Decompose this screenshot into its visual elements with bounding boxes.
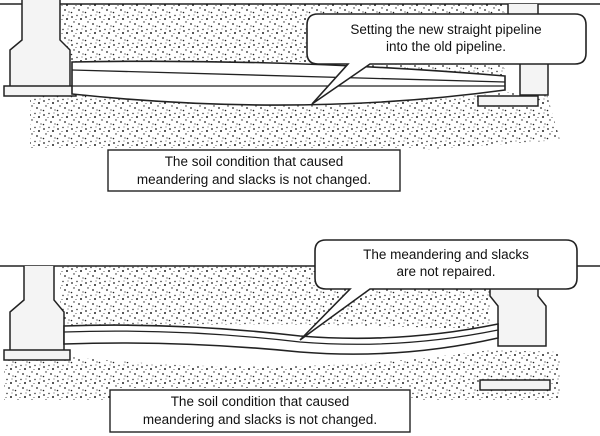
soil-lower: [30, 88, 560, 150]
callout-bottom-line-1: The meandering and slacks: [363, 247, 529, 262]
callout-top-line-1: Setting the new straight pipeline: [350, 22, 541, 37]
callout-bottom: [299, 239, 578, 341]
manhole-right-base: [477, 95, 539, 107]
meandering-pipeline: [63, 323, 499, 355]
note-top-line-1: The soil condition that caused: [165, 154, 344, 169]
note-bottom-line-1: The soil condition that caused: [171, 394, 350, 409]
manhole-left-base: [3, 349, 71, 361]
note-top-line-2: meandering and slacks is not changed.: [137, 172, 371, 187]
callout-top-line-2: into the old pipeline.: [386, 39, 506, 54]
panel-bottom: The meandering and slacks are not repair…: [0, 239, 600, 433]
old-pipeline: [71, 60, 506, 106]
soil-lower: [4, 350, 560, 400]
manhole-left: [9, 266, 65, 353]
note-box-top: [107, 149, 401, 192]
note-box-bottom: [109, 389, 411, 433]
callout-bottom-line-2: are not repaired.: [396, 264, 495, 279]
pipeline-inner-line: [63, 329, 499, 345]
note-bottom-line-2: meandering and slacks is not changed.: [143, 412, 377, 427]
callout-top: [306, 13, 587, 105]
panel-top: Setting the new straight pipeline into t…: [0, 0, 600, 192]
manhole-right-base: [479, 379, 551, 391]
new-straight-pipeline: [71, 69, 506, 87]
manhole-left-base: [3, 85, 77, 97]
